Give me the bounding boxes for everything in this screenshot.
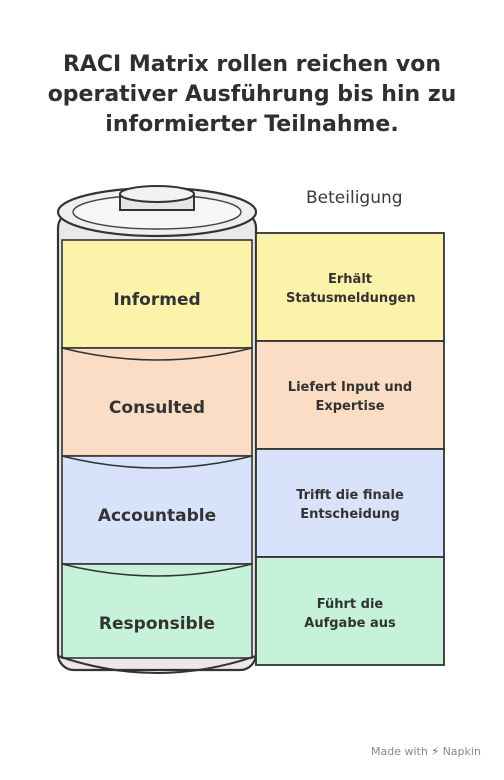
footer-brand: Napkin (442, 745, 481, 758)
footer: Made with ⚡ Napkin (371, 745, 481, 758)
axis-label: Beteiligung (306, 188, 403, 208)
segment-label-accountable: Accountable (97, 506, 217, 526)
segment-label-responsible: Responsible (98, 614, 216, 634)
desc-accountable: Trifft die finale Entscheidung (296, 488, 404, 522)
battery-terminal-top (119, 185, 195, 203)
segment-informed (61, 239, 253, 349)
napkin-logo-icon: ⚡ (431, 745, 440, 758)
desc-box-accountable (255, 448, 445, 558)
segment-consulted (61, 347, 253, 457)
desc-box-responsible (255, 556, 445, 666)
divider-curve (61, 455, 253, 469)
divider-curve (61, 563, 253, 577)
segment-accountable (61, 455, 253, 565)
diagram-title: RACI Matrix rollen reichen von operative… (47, 52, 457, 137)
desc-informed: Erhält Statusmeldungen (286, 272, 416, 306)
segment-responsible (61, 563, 253, 659)
segment-label-informed: Informed (113, 290, 201, 310)
desc-responsible: Führt die Aufgabe aus (304, 597, 396, 631)
footer-text: Made with (371, 745, 428, 758)
desc-consulted: Liefert Input und Expertise (287, 380, 413, 414)
divider-curve (61, 347, 253, 361)
desc-box-informed (255, 232, 445, 342)
bottom-curve (57, 655, 257, 674)
segment-label-consulted: Consulted (108, 398, 206, 418)
desc-box-consulted (255, 340, 445, 450)
